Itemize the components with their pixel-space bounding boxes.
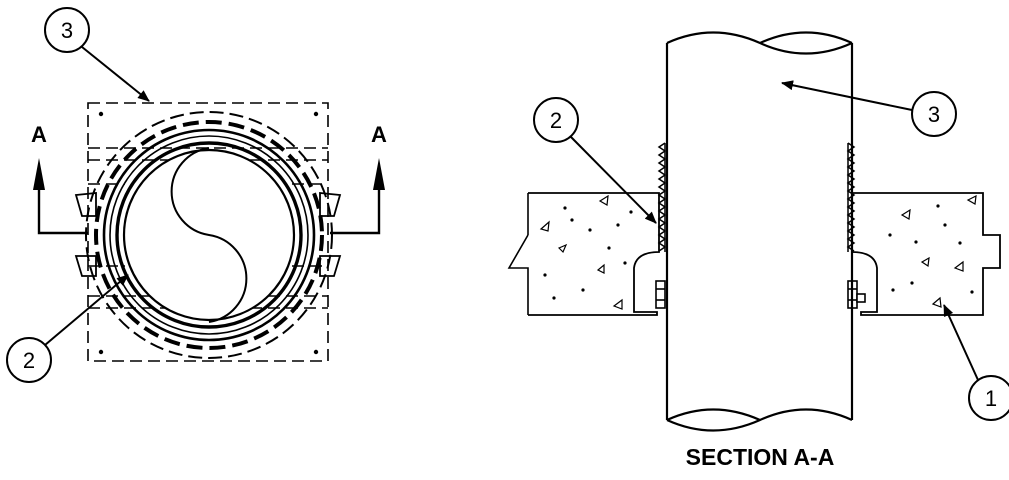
section-view: 2 3 1 SECTION A-A xyxy=(507,31,1009,470)
aggregate-right xyxy=(888,195,977,308)
section-marker-right: A xyxy=(371,122,387,147)
svg-text:1: 1 xyxy=(985,386,997,411)
section-title: SECTION A-A xyxy=(686,444,835,470)
section-arrow-right xyxy=(373,158,385,190)
plan-view: A A 3 2 xyxy=(6,7,387,383)
plate-holes xyxy=(98,111,319,355)
svg-text:3: 3 xyxy=(928,102,940,127)
section-marker-left: A xyxy=(31,122,47,147)
aggregate-left xyxy=(539,195,633,310)
section-cut-line xyxy=(37,186,381,235)
callout-3-section: 3 xyxy=(781,80,957,137)
svg-text:2: 2 xyxy=(23,348,35,373)
sleeve-left xyxy=(657,142,667,252)
svg-text:2: 2 xyxy=(550,108,562,133)
section-pipe xyxy=(665,31,854,432)
callout-2-section: 2 xyxy=(533,97,657,224)
svg-text:3: 3 xyxy=(61,18,73,43)
callout-1-section: 1 xyxy=(943,304,1009,421)
plan-pipe-cut-symbol xyxy=(170,147,248,323)
slab-left xyxy=(507,192,660,316)
section-arrow-left xyxy=(33,158,45,190)
slab-right xyxy=(851,192,1001,316)
callout-2-plan: 2 xyxy=(6,274,129,383)
fasteners xyxy=(655,280,866,309)
plan-sleeve-rings xyxy=(85,111,333,359)
callout-3-plan: 3 xyxy=(44,7,150,102)
